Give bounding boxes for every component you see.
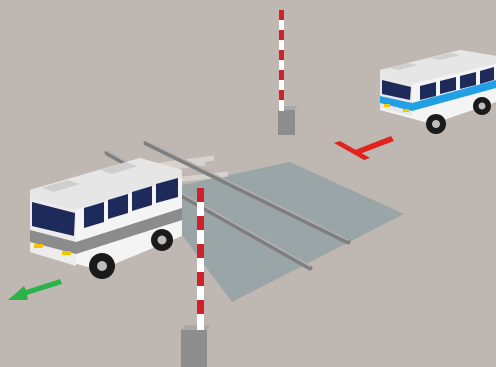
railway-crossing-scene: [0, 0, 496, 367]
